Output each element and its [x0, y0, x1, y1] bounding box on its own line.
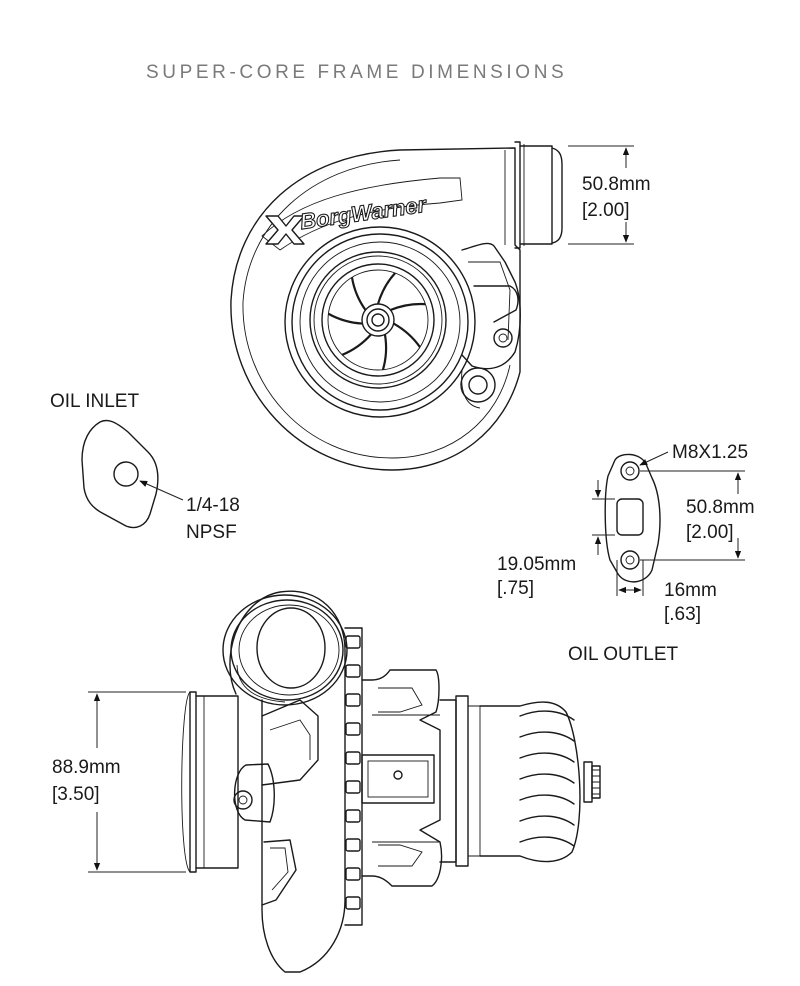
oil-outlet-port-mm: 19.05mm — [497, 554, 576, 575]
turbo-side-view — [181, 590, 601, 973]
backplate-bolt — [345, 867, 361, 881]
backplate-bolt — [345, 751, 361, 765]
turbine-wheel-blades — [519, 710, 575, 847]
turbine-blade — [519, 731, 575, 742]
compressor-outlet-in: [2.00] — [582, 200, 630, 221]
compressor-blade — [376, 272, 396, 305]
turbine-blade — [519, 752, 575, 763]
backplate-bolt — [345, 664, 361, 678]
backplate-bolt — [345, 780, 361, 794]
oil-outlet-bolt-spacing-mm: 50.8mm — [686, 497, 755, 518]
oil-inlet-label: OIL INLET — [50, 391, 139, 412]
oil-outlet-bolt-spacing-in: [2.00] — [686, 522, 734, 543]
backplate-bolt — [345, 722, 361, 736]
oil-outlet-flange: M8X1.25 50.8mm [2.00] 19.05mm [.75] 16mm… — [497, 442, 755, 665]
compressor-outlet-dimension: 50.8mm [2.00] — [568, 145, 651, 245]
compressor-blade — [350, 277, 367, 311]
oil-inlet-thread-type: NPSF — [186, 522, 237, 543]
backplate-bolts — [345, 635, 361, 910]
compressor-wheel — [327, 272, 426, 371]
backplate-bolt — [345, 693, 361, 707]
turbine-blade — [519, 773, 575, 784]
compressor-inlet-mm: 88.9mm — [52, 757, 121, 778]
oil-inlet-thread-size: 1/4-18 — [186, 495, 240, 516]
oil-outlet-bolt-size: M8X1.25 — [672, 442, 748, 463]
page-title: SUPER-CORE FRAME DIMENSIONS — [146, 62, 567, 83]
oil-outlet-width-mm: 16mm — [664, 580, 717, 601]
compressor-inlet-in: [3.50] — [52, 784, 100, 805]
oil-outlet-width-in: [.63] — [664, 604, 701, 625]
compressor-outlet-mm: 50.8mm — [582, 174, 651, 195]
turbine-blade — [519, 710, 575, 721]
compressor-blade — [393, 322, 421, 348]
backplate-bolt — [345, 896, 361, 910]
turbine-blade — [519, 794, 575, 805]
backplate-bolt — [345, 838, 361, 852]
compressor-blade — [341, 333, 372, 356]
oil-inlet-flange: OIL INLET 1/4-18 NPSF — [50, 391, 240, 543]
compressor-blade — [390, 302, 426, 312]
backplate-bolt — [345, 635, 361, 649]
oil-outlet-port-in: [.75] — [497, 578, 534, 599]
compressor-blade — [327, 312, 363, 325]
compressor-inlet-dimension: 88.9mm [3.50] — [52, 691, 186, 873]
turbine-blade — [519, 815, 575, 826]
compressor-blade — [381, 334, 388, 371]
backplate-bolt — [345, 809, 361, 823]
compressor-housing-front-view: BorgWarner — [230, 141, 563, 471]
turbine-blade — [519, 836, 575, 847]
brand-logo: BorgWarner — [265, 191, 429, 245]
oil-outlet-label: OIL OUTLET — [568, 644, 679, 665]
